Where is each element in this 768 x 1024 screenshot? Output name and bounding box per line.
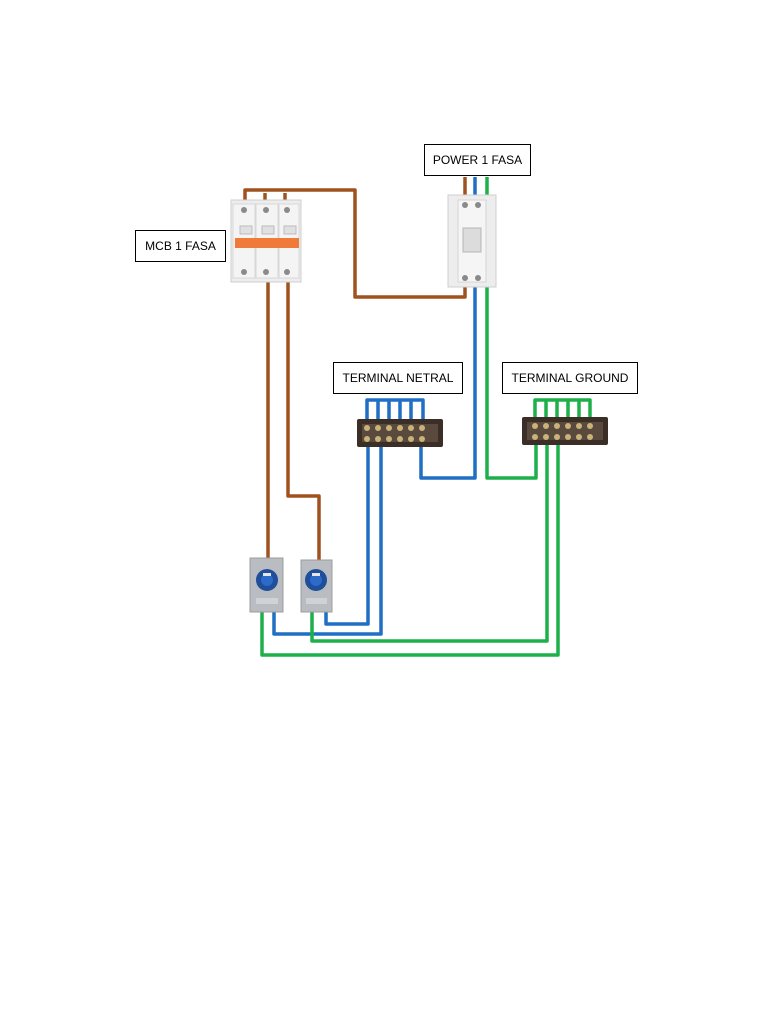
terminal-ground-label: TERMINAL GROUND bbox=[502, 362, 638, 394]
ground-wire-socket-1 bbox=[260, 443, 560, 657]
power-breaker bbox=[447, 194, 497, 288]
phase-wire-socket-2 bbox=[286, 280, 321, 560]
power-label: POWER 1 FASA bbox=[424, 144, 531, 176]
terminal-netral-label: TERMINAL NETRAL bbox=[333, 362, 463, 394]
mcb-label: MCB 1 FASA bbox=[135, 230, 226, 262]
ground-wire-socket-2 bbox=[310, 443, 549, 643]
neutral-wire-socket-1 bbox=[272, 445, 383, 636]
terminal-netral-block bbox=[357, 419, 443, 447]
neutral-terminal-tops bbox=[365, 398, 425, 420]
ground-terminal-tops bbox=[533, 398, 592, 418]
neutral-wires bbox=[272, 177, 477, 636]
socket-2 bbox=[300, 559, 333, 613]
socket-1 bbox=[249, 557, 284, 613]
neutral-wire-socket-2 bbox=[324, 445, 370, 626]
ground-wires bbox=[260, 177, 592, 657]
mcb-breaker bbox=[230, 199, 302, 283]
neutral-wire-power-to-terminal bbox=[419, 285, 477, 480]
phase-wires bbox=[243, 177, 467, 560]
terminal-ground-block bbox=[522, 417, 608, 445]
ground-wire-power-to-terminal bbox=[485, 285, 538, 480]
phase-wire-mcb-top-1 bbox=[243, 188, 467, 299]
